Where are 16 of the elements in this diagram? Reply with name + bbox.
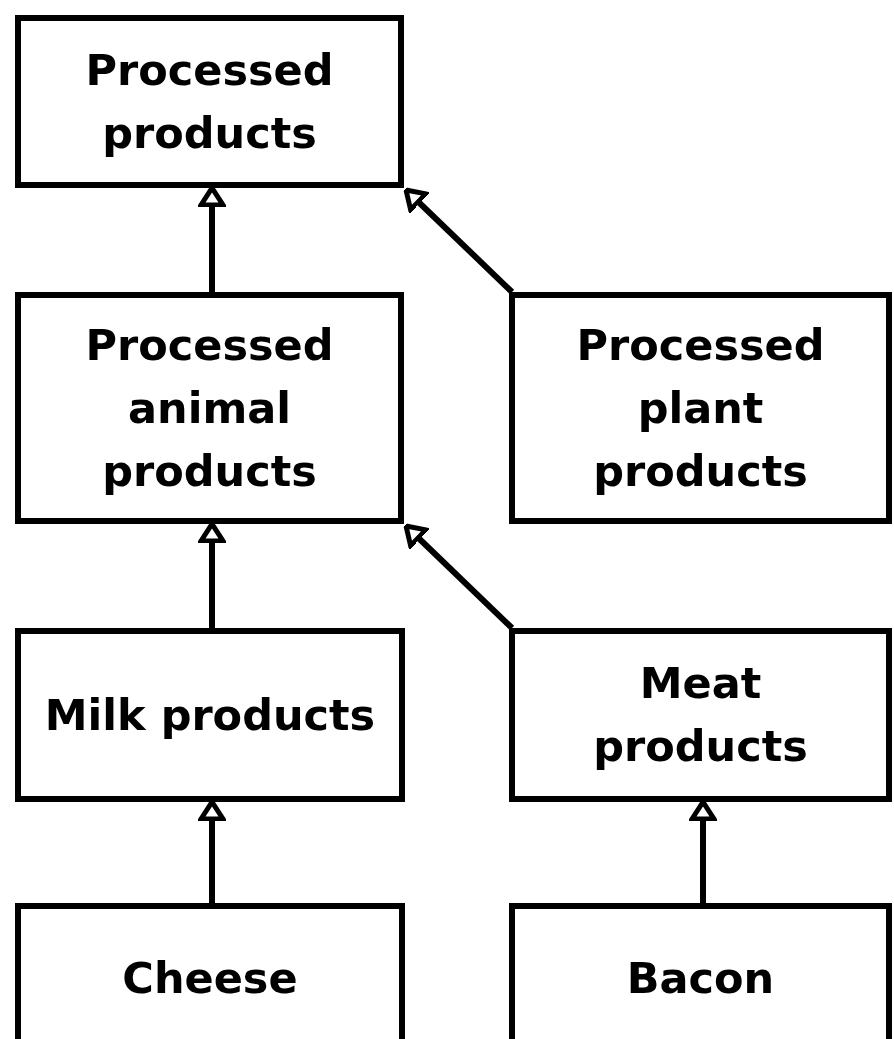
class-box — [15, 292, 404, 524]
class-name: Bacon — [626, 951, 775, 1005]
class-box — [15, 628, 405, 802]
class-name: Meat products — [592, 657, 809, 773]
class-box — [509, 292, 892, 524]
class-name: Processed products — [84, 43, 335, 160]
class-box — [15, 903, 405, 1039]
class-name: Milk products — [44, 688, 376, 742]
class-name: Processed animal products — [84, 318, 335, 498]
class-box — [509, 628, 892, 802]
class-name: Cheese — [122, 951, 298, 1005]
class-box — [509, 903, 892, 1039]
inheritance-arrow — [403, 187, 515, 295]
class-box — [15, 15, 404, 188]
class-name: Processed plant products — [575, 318, 826, 498]
inheritance-arrow — [403, 523, 515, 631]
